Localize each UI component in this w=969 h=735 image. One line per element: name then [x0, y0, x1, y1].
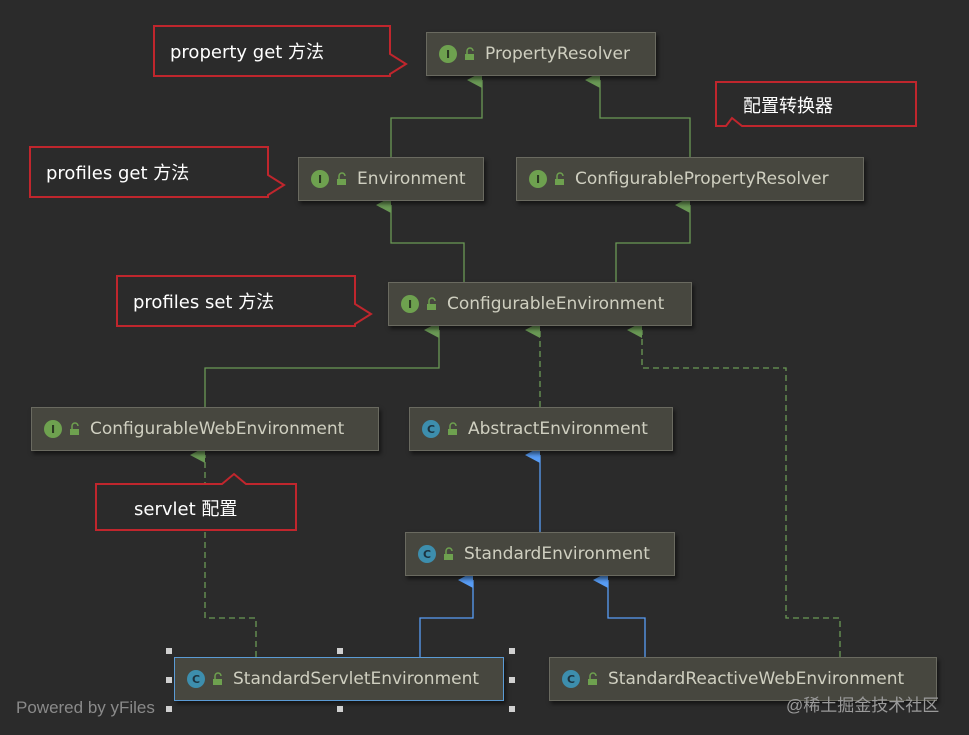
callout-profiles-get — [29, 146, 286, 198]
unlock-icon — [465, 47, 474, 60]
callout-profiles-get-text: profiles get 方法 — [46, 163, 190, 184]
node-property-resolver[interactable]: I PropertyResolver — [426, 32, 656, 76]
edge-sse-to-cwe — [190, 447, 257, 657]
node-label: PropertyResolver — [485, 44, 630, 64]
callout-servlet-config — [95, 472, 297, 531]
edge-sse-to-se — [419, 572, 474, 657]
class-icon: C — [562, 670, 580, 688]
node-configurable-environment[interactable]: I ConfigurableEnvironment — [388, 282, 692, 326]
node-label: StandardServletEnvironment — [233, 669, 480, 689]
interface-icon: I — [44, 420, 62, 438]
unlock-icon — [588, 672, 597, 685]
class-icon: C — [187, 670, 205, 688]
node-label: Environment — [357, 169, 466, 189]
edge-environment-to-propertyresolver — [390, 72, 483, 157]
selection-handle[interactable] — [337, 648, 343, 654]
class-icon: C — [418, 545, 436, 563]
node-label: ConfigurableWebEnvironment — [90, 419, 345, 439]
interface-icon: I — [529, 170, 547, 188]
node-standard-environment[interactable]: C StandardEnvironment — [405, 532, 675, 576]
selection-handle[interactable] — [509, 648, 515, 654]
powered-by-yfiles: Powered by yFiles — [16, 698, 155, 717]
node-standard-servlet-environment[interactable]: C StandardServletEnvironment — [174, 657, 504, 701]
unlock-icon — [427, 297, 436, 310]
node-abstract-environment[interactable]: C AbstractEnvironment — [409, 407, 673, 451]
selection-handle[interactable] — [166, 648, 172, 654]
callout-property-get — [153, 25, 408, 77]
unlock-icon — [70, 422, 79, 435]
unlock-icon — [555, 172, 564, 185]
selection-handle[interactable] — [337, 706, 343, 712]
node-label: StandardReactiveWebEnvironment — [608, 669, 905, 689]
node-configurable-web-environment[interactable]: I ConfigurableWebEnvironment — [31, 407, 379, 451]
watermark: @稀土掘金技术社区 — [786, 696, 940, 715]
unlock-icon — [444, 547, 453, 560]
edge-ce-to-environment — [376, 197, 465, 282]
selection-handle[interactable] — [509, 677, 515, 683]
edge-srwe-to-se — [593, 572, 646, 657]
callout-profiles-set — [116, 275, 373, 327]
node-label: AbstractEnvironment — [468, 419, 648, 439]
edge-srwe-to-ce — [627, 322, 841, 657]
unlock-icon — [448, 422, 457, 435]
node-label: ConfigurablePropertyResolver — [575, 169, 829, 189]
interface-icon: I — [311, 170, 329, 188]
node-label: StandardEnvironment — [464, 544, 650, 564]
callout-profiles-set-text: profiles set 方法 — [133, 292, 275, 313]
callout-property-get-text: property get 方法 — [170, 42, 325, 63]
interface-icon: I — [401, 295, 419, 313]
selection-handle[interactable] — [166, 706, 172, 712]
edge-ce-to-cpr — [615, 197, 691, 282]
abstract-class-icon: C — [422, 420, 440, 438]
selection-handle[interactable] — [509, 706, 515, 712]
edge-cpr-to-propertyresolver — [585, 72, 691, 157]
selection-handle[interactable] — [166, 677, 172, 683]
callout-config-converter — [715, 81, 917, 127]
interface-icon: I — [439, 45, 457, 63]
node-environment[interactable]: I Environment — [298, 157, 484, 201]
callout-servlet-config-text: servlet 配置 — [134, 499, 238, 520]
unlock-icon — [213, 672, 222, 685]
node-configurable-property-resolver[interactable]: I ConfigurablePropertyResolver — [516, 157, 864, 201]
callout-config-converter-text: 配置转换器 — [743, 96, 833, 117]
edge-cwe-to-ce — [204, 322, 440, 407]
node-standard-reactive-web-environment[interactable]: C StandardReactiveWebEnvironment — [549, 657, 937, 701]
unlock-icon — [337, 172, 346, 185]
node-label: ConfigurableEnvironment — [447, 294, 665, 314]
